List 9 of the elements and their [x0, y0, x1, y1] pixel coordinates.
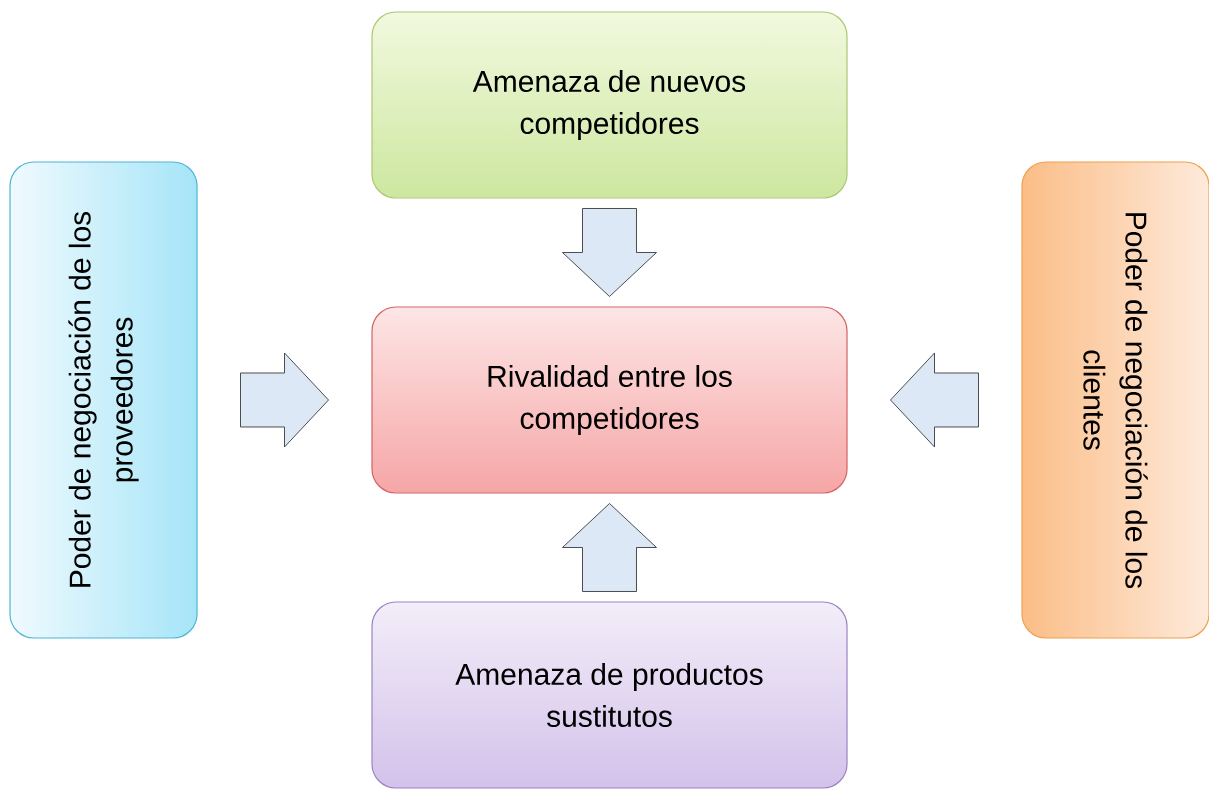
block-arrow [890, 352, 979, 448]
process-box: Rivalidad entre los competidores [371, 306, 848, 494]
process-box: Poder de negociación de los clientes [1021, 161, 1209, 639]
process-box: Amenaza de nuevos competidores [371, 11, 848, 199]
block-arrow [240, 352, 329, 448]
block-arrow [562, 208, 657, 297]
process-box: Poder de negociación de los proveedores [9, 161, 198, 639]
block-arrow [562, 503, 657, 592]
process-box: Amenaza de productos sustitutos [371, 601, 848, 789]
